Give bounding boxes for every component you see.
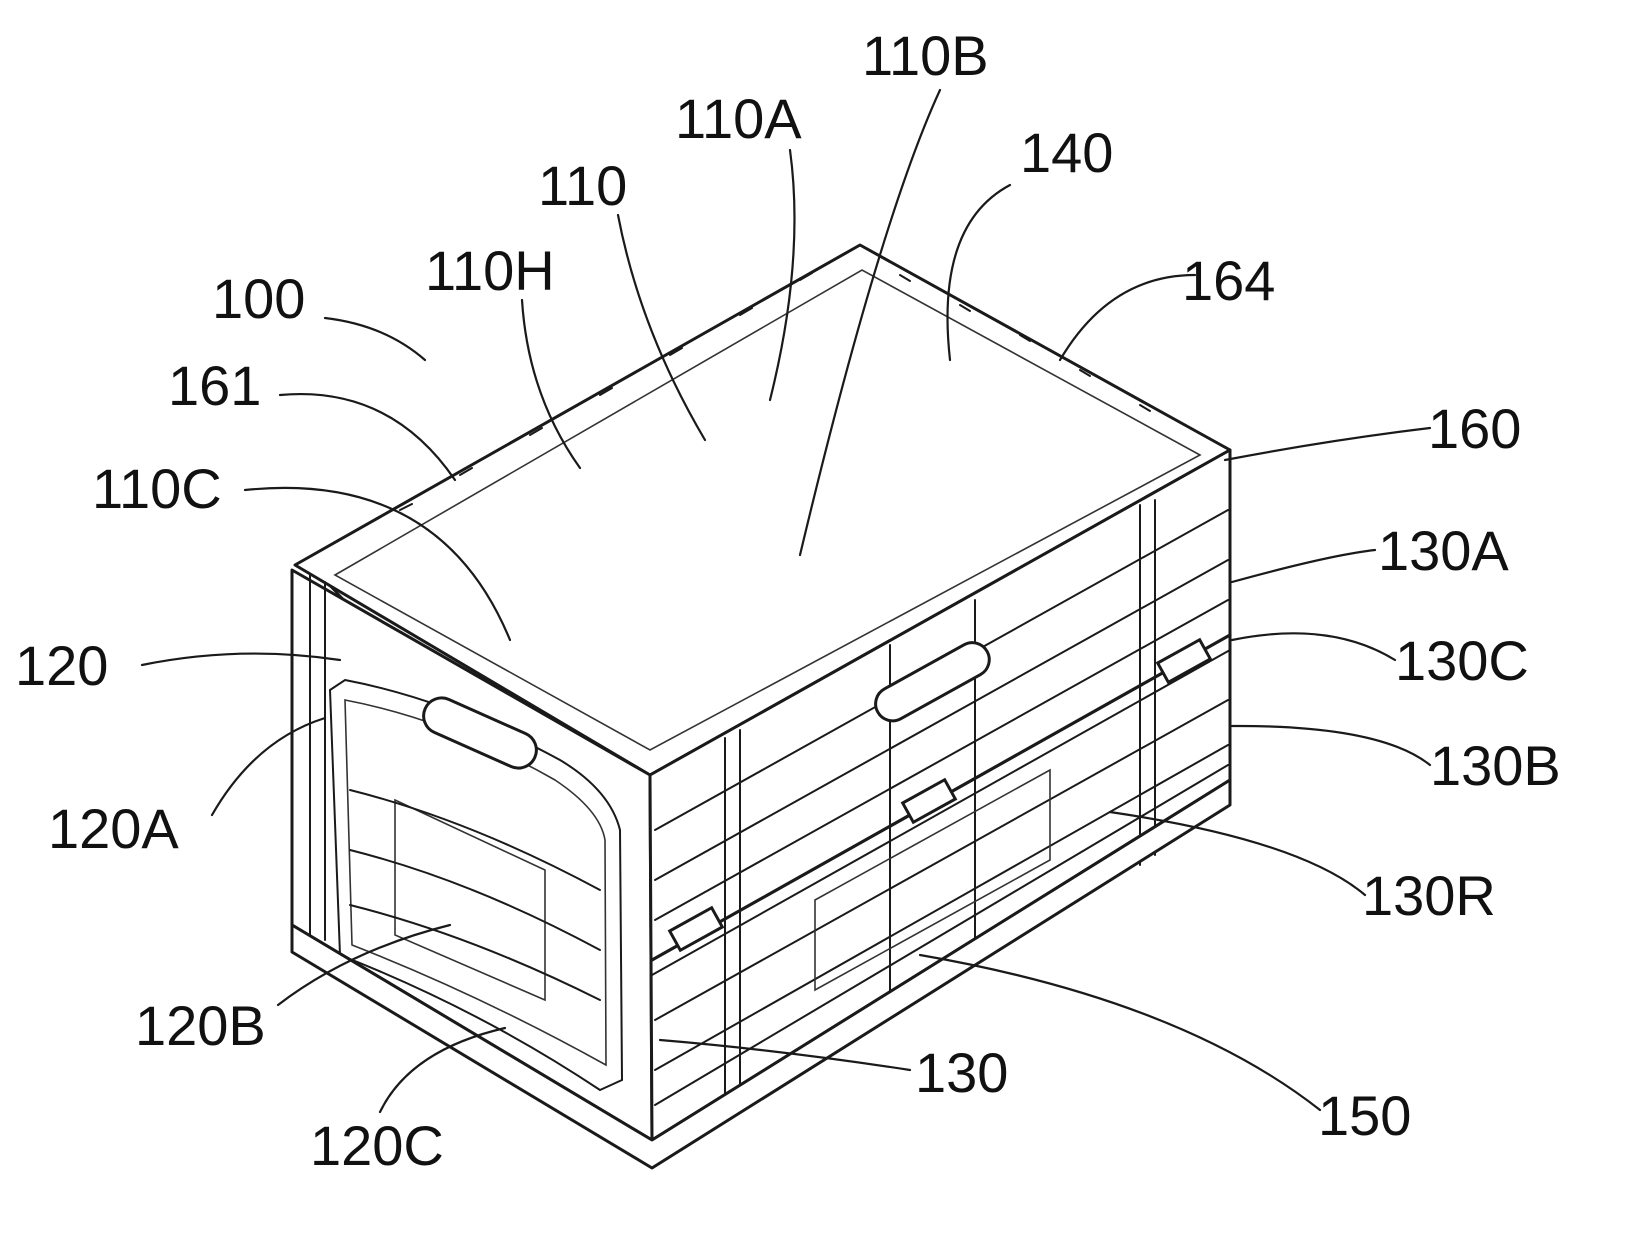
- label-130: 130: [915, 1041, 1008, 1104]
- crate-drawing: [292, 245, 1230, 1168]
- label-110C: 110C: [92, 457, 222, 520]
- label-110: 110: [538, 154, 627, 217]
- leader-164: [1060, 275, 1195, 360]
- leader-160: [1225, 428, 1430, 460]
- label-130A: 130A: [1378, 519, 1509, 582]
- leader-130C: [1232, 633, 1395, 660]
- label-110H: 110H: [425, 239, 555, 302]
- label-140: 140: [1020, 121, 1113, 184]
- label-130B: 130B: [1430, 734, 1561, 797]
- label-130C: 130C: [1395, 629, 1529, 692]
- label-161: 161: [168, 354, 261, 417]
- label-120C: 120C: [310, 1114, 444, 1177]
- leader-130A: [1232, 550, 1375, 582]
- label-150: 150: [1318, 1084, 1411, 1147]
- leader-100: [325, 318, 425, 360]
- label-130R: 130R: [1362, 864, 1496, 927]
- label-164: 164: [1182, 249, 1275, 312]
- label-120: 120: [15, 634, 108, 697]
- label-160: 160: [1428, 397, 1521, 460]
- leader-130B: [1232, 726, 1430, 765]
- leader-161: [280, 394, 455, 480]
- label-100: 100: [212, 267, 305, 330]
- label-110B: 110B: [862, 24, 989, 87]
- label-110A: 110A: [675, 87, 802, 150]
- label-120B: 120B: [135, 994, 266, 1057]
- label-120A: 120A: [48, 797, 179, 860]
